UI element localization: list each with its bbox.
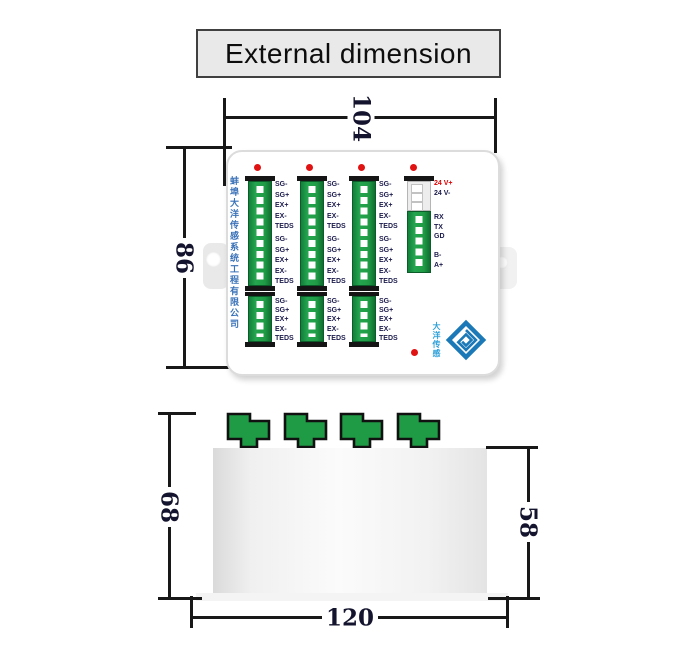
terminal-slots [256,186,264,281]
channel-label-group: SG- SG+ EX+ EX- TEDS [275,181,294,230]
terminal-slots [415,216,423,268]
led-dot-2 [306,164,313,171]
terminal-cap [297,342,327,347]
terminal-slots [308,186,316,281]
dim-120-ext-left [190,596,193,628]
device-base-lip [196,593,508,601]
mount-ear-left [203,243,229,289]
terminal-strip [300,181,324,286]
led-dot-bottom [411,349,418,356]
dim-68-label: 68 [155,486,183,528]
channel-label-group: SG- SG+ EX+ EX- TEDS [379,236,398,285]
dim-86-tick-top [166,146,232,149]
diagram-title-text: External dimension [224,37,473,69]
dim-120-ext-right [506,596,509,628]
terminal-cap [349,292,379,296]
led-dot-1 [254,164,261,171]
comm-label-group: RX TX GD [434,214,445,241]
channel-label-group: SG- SG+ EX+ EX- TEDS [275,236,294,285]
terminal-cap [245,342,275,347]
dim-104-ext-right [494,98,497,153]
channel-label-group: SG- SG+ EX+ EX- TEDS [275,298,294,342]
channel-label-group: SG- SG+ EX+ EX- TEDS [327,298,346,342]
power-slot [411,184,423,193]
dim-58-label: 58 [514,501,542,543]
front-connector-4 [396,412,441,449]
mount-hole-left [206,252,221,267]
terminal-slots [308,301,316,337]
led-dot-3 [358,164,365,171]
terminal-slots [360,301,368,337]
channel-label-group: SG- SG+ EX+ EX- TEDS [379,298,398,342]
terminal-strip [352,181,376,286]
power-slot [411,193,423,202]
dim-104-label: 104 [347,89,375,147]
dim-104-ext-left [223,98,226,186]
power-slot [411,202,423,211]
terminal-strip [248,181,272,286]
terminal-cap [297,292,327,296]
power-connector [407,181,431,211]
terminal-strip [352,296,376,342]
terminal-cap [349,176,379,181]
dim-120-label: 120 [321,604,379,632]
front-connector-1 [226,412,271,449]
dim-86-label: 86 [170,237,198,279]
terminal-cap [245,176,275,181]
brand-logo-icon [445,319,487,361]
dim-68-tick-top [158,412,196,415]
comm-terminal-strip [407,211,431,273]
terminal-cap [245,286,275,291]
dim-58-tick-bottom [488,597,540,600]
bus-label-group: B- A+ [434,252,444,269]
terminal-cap [297,286,327,291]
terminal-cap [297,176,327,181]
channel-label-group: SG- SG+ EX+ EX- TEDS [327,181,346,230]
dim-86-tick-bottom [166,366,232,369]
terminal-cap [404,176,434,181]
company-name-text: 蚌埠大洋传感系统工程有限公司 [229,176,239,330]
channel-label-group: SG- SG+ EX+ EX- TEDS [379,181,398,230]
front-connector-3 [339,412,384,449]
terminal-strip [300,296,324,342]
terminal-strip [248,296,272,342]
front-connector-2 [283,412,328,449]
channel-label-group: SG- SG+ EX+ EX- TEDS [327,236,346,285]
diagram-title: External dimension [196,29,501,78]
terminal-cap [245,292,275,296]
brand-logo-text: 大洋传感 [432,322,441,358]
terminal-slots [256,301,264,337]
terminal-cap [349,342,379,347]
dim-68-tick-bottom [158,597,202,600]
led-dot-4 [410,164,417,171]
terminal-cap [349,286,379,291]
device-front-view [213,448,487,598]
terminal-slots [360,186,368,281]
power-label-group: 24 V+ 24 V- [434,180,453,197]
dim-58-tick-top [486,446,538,449]
